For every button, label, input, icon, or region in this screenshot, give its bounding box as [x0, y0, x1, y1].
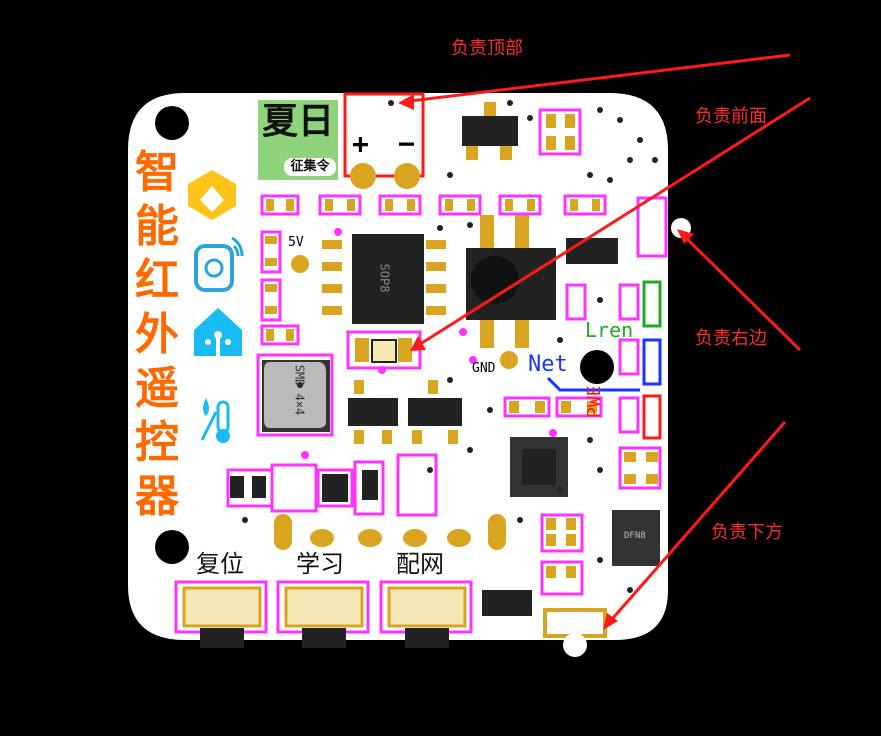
home-assistant-icon	[194, 308, 242, 356]
annotation-bottom: 负责下方	[711, 522, 783, 543]
annotation-right: 负责右边	[695, 328, 767, 349]
sot23-chip-top	[462, 102, 518, 160]
sop8-chip	[322, 234, 446, 324]
v5-label: 5V	[288, 235, 304, 250]
power-plus-label: +	[352, 127, 369, 160]
smd-inductor	[256, 353, 334, 437]
lren-label: Lren	[585, 318, 634, 342]
power-pad-plus	[350, 163, 376, 189]
dfn8-chip	[603, 500, 661, 572]
smd-label: SMD 4×4	[292, 364, 307, 416]
net-label: Net	[528, 352, 568, 377]
bottom-led	[563, 633, 587, 657]
small-chips	[230, 470, 378, 502]
test-pads	[274, 255, 518, 550]
sot23-chip-mid-left	[348, 380, 398, 444]
wifi-camera-icon	[194, 236, 244, 292]
reset-switch	[174, 580, 268, 648]
ir-receiver	[466, 215, 556, 348]
lren-led-outline	[642, 280, 662, 328]
annotation-front: 负责前面	[695, 106, 767, 127]
reset-button-label: 复位	[196, 550, 244, 578]
dfn8-label: DFN8	[624, 531, 646, 541]
tuya-hex-icon	[188, 170, 236, 220]
learn-button-label: 学习	[296, 550, 344, 578]
pink-dots	[301, 228, 557, 459]
qfn-chip	[510, 437, 568, 497]
via-dots	[242, 100, 658, 593]
annotation-arrows	[398, 53, 811, 630]
annotation-top: 负责顶部	[451, 38, 523, 59]
front-led	[371, 339, 397, 363]
board-title: 智能红外遥控器	[135, 147, 179, 522]
logo-main: 夏日	[261, 101, 334, 142]
pwe-led-outline	[642, 394, 662, 440]
front-led-pad-right	[398, 338, 412, 362]
sot23-chip-right	[566, 238, 618, 264]
logo-sub: 征集令	[284, 158, 336, 176]
mount-hole-mid	[580, 350, 614, 384]
pwe-label: PWE	[584, 385, 605, 418]
pair-switch	[379, 580, 473, 648]
mount-hole-bottom-left	[155, 530, 189, 564]
sop8-label: SOP8	[377, 263, 392, 293]
power-pad-minus	[394, 163, 420, 189]
net-led-outline	[642, 338, 662, 386]
sot23-chip-bottom	[482, 590, 532, 616]
thermometer-humidity-icon	[200, 398, 230, 443]
pair-button-label: 配网	[396, 550, 444, 578]
passive-components	[226, 108, 662, 596]
front-led-pad-left	[355, 338, 369, 362]
power-connector-outline	[343, 92, 425, 178]
gnd-label: GND	[472, 361, 496, 376]
passive-pads	[265, 114, 658, 578]
net-underline	[546, 376, 640, 392]
learn-switch	[276, 580, 370, 648]
power-minus-label: −	[398, 127, 415, 160]
sot23-chip-mid-right	[408, 380, 462, 444]
mount-hole-top-left	[155, 106, 189, 140]
